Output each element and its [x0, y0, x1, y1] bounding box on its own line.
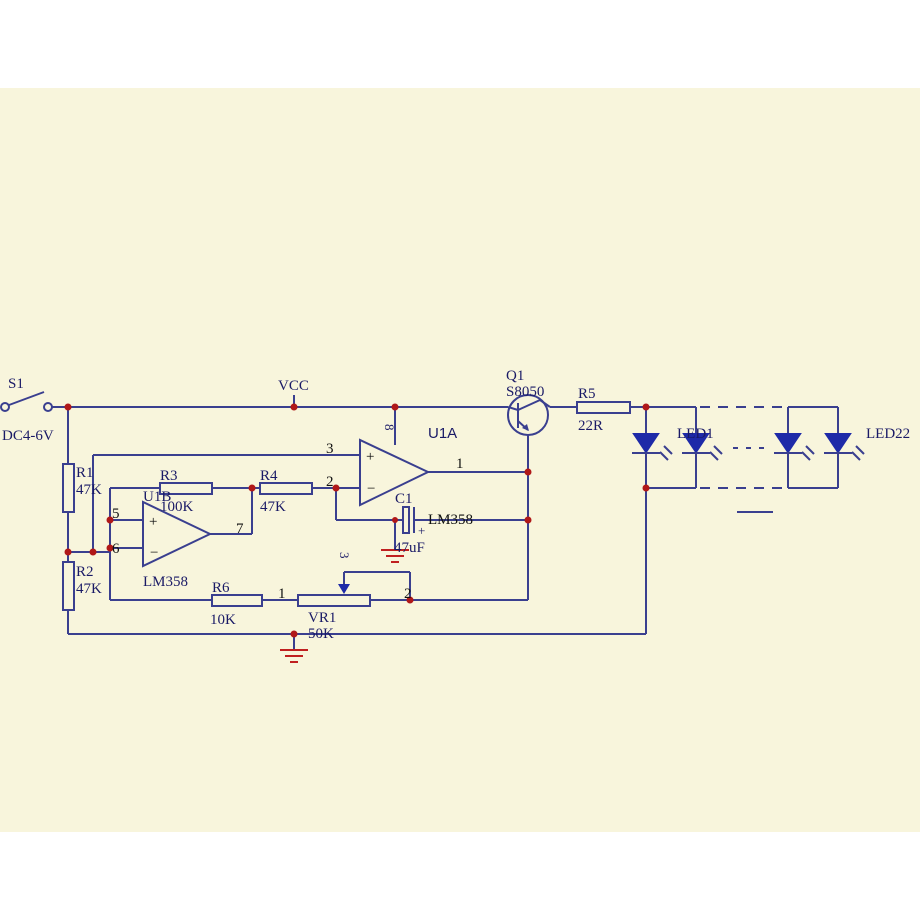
label-r1: R1	[76, 465, 94, 481]
label-r3: R3	[160, 468, 178, 484]
u1a-minus-mark: −	[367, 481, 375, 497]
label-vr1-value: 50K	[308, 626, 334, 642]
led-group-1	[632, 433, 723, 461]
label-c1: C1	[395, 491, 413, 507]
pin-6-u1b: 6	[112, 541, 120, 557]
label-lm358-b: LM358	[143, 574, 188, 590]
led-group-22	[774, 433, 865, 461]
label-vr1: VR1	[308, 610, 336, 626]
resistor-r6	[211, 594, 263, 607]
label-vcc: VCC	[278, 378, 309, 394]
label-q1: Q1	[506, 368, 524, 384]
opamp-u1b	[142, 500, 213, 568]
label-u1a: U1A	[428, 425, 457, 442]
label-r4: R4	[260, 468, 278, 484]
label-lm358-a: LM358	[428, 512, 473, 528]
label-led22: LED22	[866, 426, 910, 442]
label-r6: R6	[212, 580, 230, 596]
pin-7-u1b: 7	[236, 521, 244, 537]
u1a-plus-mark: +	[366, 449, 374, 465]
label-r5-value: 22R	[578, 418, 603, 434]
pin-3-vr1: 3	[337, 552, 352, 559]
resistor-r2	[62, 561, 75, 611]
pin-8-u1a: 8	[382, 424, 397, 431]
label-r1-value: 47K	[76, 482, 102, 498]
label-u1b: U1B	[143, 489, 171, 505]
pin-2-vr1: 2	[404, 586, 412, 602]
ground-symbol-main	[280, 649, 308, 663]
resistor-r3	[159, 482, 213, 495]
resistor-r4	[259, 482, 313, 495]
label-r4-value: 47K	[260, 499, 286, 515]
label-q1-part: S8050	[506, 384, 544, 400]
c1-plus-mark: +	[418, 523, 425, 538]
pin-1-u1a: 1	[456, 456, 464, 472]
label-r2: R2	[76, 564, 94, 580]
pin-1-vr1: 1	[278, 586, 286, 602]
label-r5: R5	[578, 386, 596, 402]
transistor-q1	[507, 394, 551, 436]
u1b-minus-mark: −	[150, 545, 158, 561]
u1b-plus-mark: +	[149, 514, 157, 530]
label-r2-value: 47K	[76, 581, 102, 597]
label-s1: S1	[8, 376, 24, 392]
junction-dots	[64, 403, 650, 638]
pin-3-u1a: 3	[326, 441, 334, 457]
resistor-r1	[62, 463, 75, 513]
pin-2-u1a: 2	[326, 474, 334, 490]
resistor-r5	[576, 401, 631, 414]
label-r6-value: 10K	[210, 612, 236, 628]
schematic-panel	[0, 88, 920, 832]
potentiometer-vr1	[297, 584, 371, 607]
label-supply: DC4-6V	[2, 428, 54, 444]
label-led1: LED1	[677, 426, 714, 442]
wires	[67, 395, 839, 650]
label-r3-value: 100K	[160, 499, 194, 515]
opamp-u1a	[359, 438, 431, 507]
pin-5-u1b: 5	[112, 506, 120, 522]
ground-symbol-c1	[381, 549, 409, 563]
label-c1-value: 47uF	[394, 540, 425, 556]
